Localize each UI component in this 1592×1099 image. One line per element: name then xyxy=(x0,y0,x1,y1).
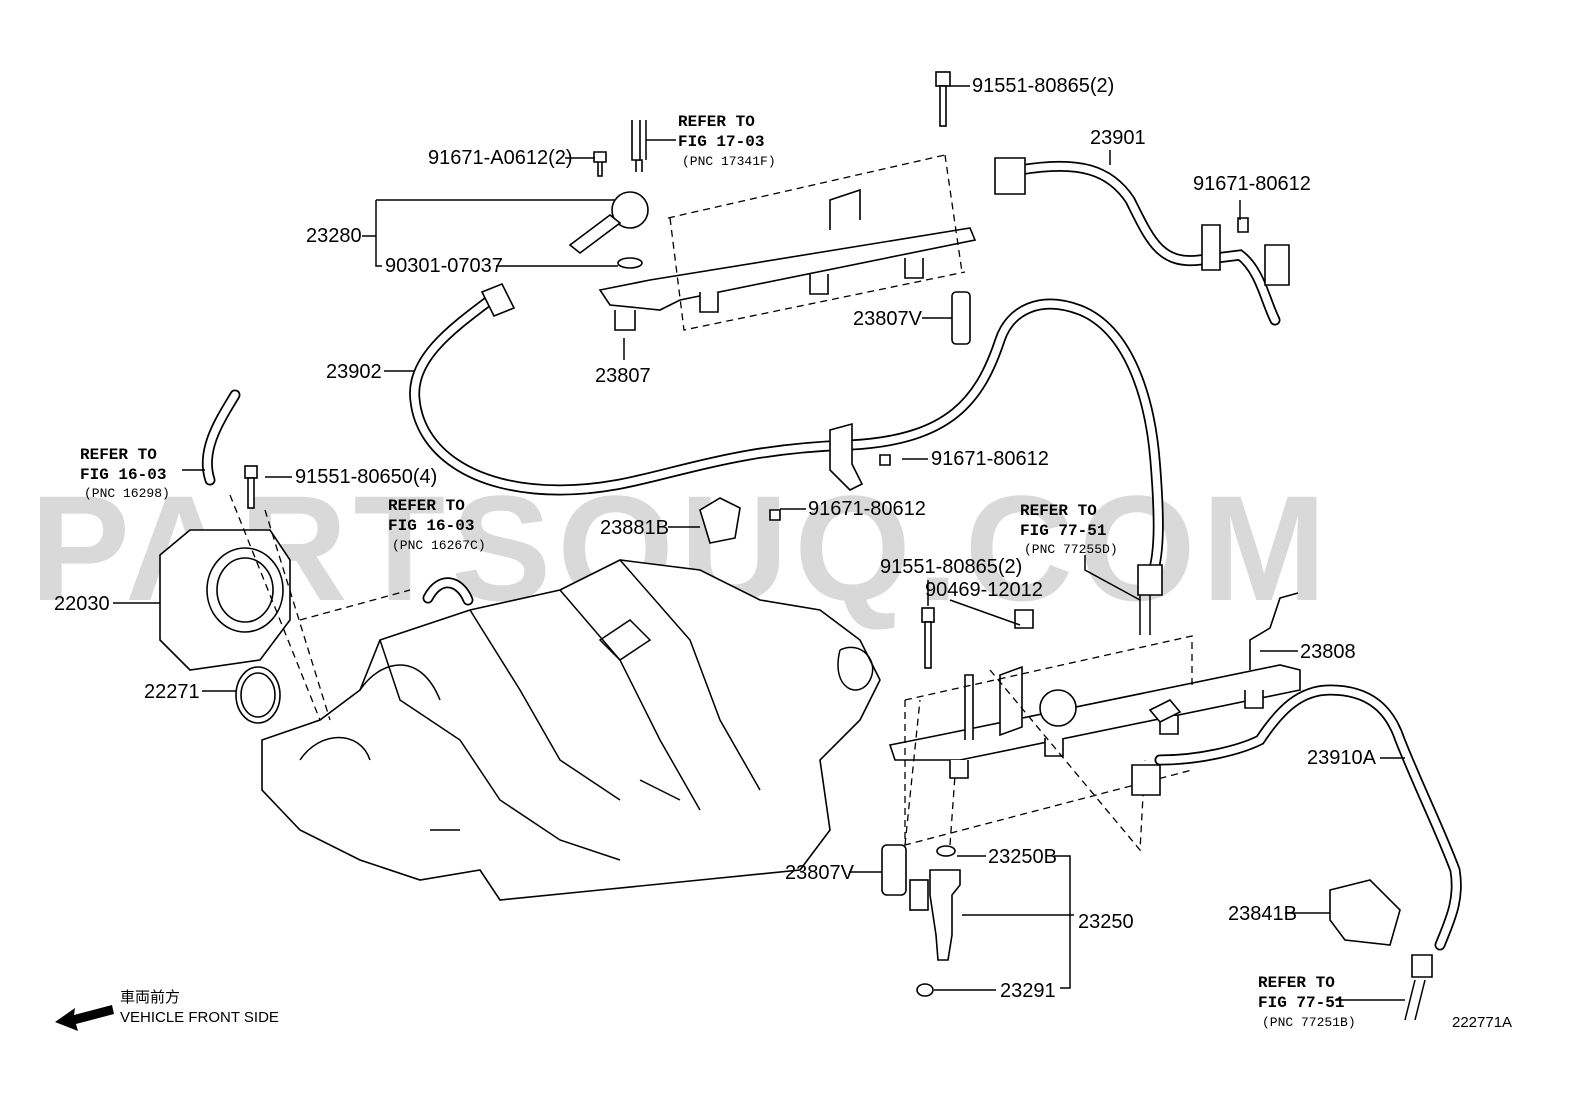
diagram-id: 222771A xyxy=(1452,1014,1512,1031)
label-23901: 23901 xyxy=(1090,127,1146,149)
injector-parts xyxy=(881,699,961,997)
ref-line2: FIG 77-51 xyxy=(1258,994,1344,1012)
ref-pnc: (PNC 16298) xyxy=(84,486,170,501)
arrow-left-icon xyxy=(55,1005,114,1031)
ref-line2: FIG 17-03 xyxy=(678,133,764,151)
ref-line1: REFER TO xyxy=(678,113,755,131)
ref-line1: REFER TO xyxy=(80,446,157,464)
throttle-body xyxy=(159,389,891,724)
direction-english: VEHICLE FRONT SIDE xyxy=(120,1009,279,1026)
ref-fig-77-51-a: REFER TO FIG 77-51 (PNC 77255D) xyxy=(1020,502,1118,557)
ref-pnc: (PNC 77255D) xyxy=(1024,542,1118,557)
label-23841B: 23841B xyxy=(1228,903,1297,925)
ref-line1: REFER TO xyxy=(388,497,465,515)
ref-pnc: (PNC 17341F) xyxy=(682,154,776,169)
label-23250B: 23250B xyxy=(988,846,1057,868)
part-labels: 91551-80865(2) 91671-A0612(2) 23901 9167… xyxy=(54,75,1377,1002)
label-91671-80612-c: 91671-80612 xyxy=(808,498,926,520)
direction-japanese: 車両前方 xyxy=(120,989,180,1006)
insulator-23807V-top xyxy=(951,291,971,345)
ref-fig-16-03-b: REFER TO FIG 16-03 (PNC 16267C) xyxy=(388,497,486,553)
fuel-rail-lower xyxy=(888,592,1301,852)
label-23808: 23808 xyxy=(1300,641,1356,663)
label-23807: 23807 xyxy=(595,365,651,387)
label-23881B: 23881B xyxy=(600,517,669,539)
label-23807V-bottom: 23807V xyxy=(785,862,855,884)
ref-line2: FIG 16-03 xyxy=(80,466,166,484)
label-23250: 23250 xyxy=(1078,911,1134,933)
label-90301-07037: 90301-07037 xyxy=(385,255,503,277)
bolt-top xyxy=(935,71,951,127)
label-91551-80650: 91551-80650(4) xyxy=(295,466,437,488)
fuel-hose-23902 xyxy=(409,282,1164,635)
label-23807V-top: 23807V xyxy=(853,308,923,330)
label-22030: 22030 xyxy=(54,593,110,615)
label-23910A: 23910A xyxy=(1307,747,1377,769)
label-23291: 23291 xyxy=(1000,980,1056,1002)
label-91551-80865-top: 91551-80865(2) xyxy=(972,75,1114,97)
reference-notes: REFER TO FIG 17-03 (PNC 17341F) REFER TO… xyxy=(80,113,1356,1030)
fuel-hose-23910A xyxy=(1131,684,1462,1021)
fuel-hose-23901 xyxy=(994,157,1290,326)
ref-line1: REFER TO xyxy=(1020,502,1097,520)
leader-lines xyxy=(113,85,1405,1001)
label-91671-80612-b: 91671-80612 xyxy=(931,448,1049,470)
ref-fig-17-03: REFER TO FIG 17-03 (PNC 17341F) xyxy=(678,113,776,169)
clamp-23841B xyxy=(1329,879,1401,946)
fuel-rail-upper xyxy=(598,154,977,331)
ref-pnc: (PNC 77251B) xyxy=(1262,1015,1356,1030)
pressure-damper xyxy=(568,120,649,269)
ref-line2: FIG 16-03 xyxy=(388,517,474,535)
vehicle-front-indicator: 車両前方 VEHICLE FRONT SIDE xyxy=(55,989,279,1031)
label-91671-A0612: 91671-A0612(2) xyxy=(428,147,573,169)
label-22271: 22271 xyxy=(144,681,200,703)
label-23902: 23902 xyxy=(326,361,382,383)
label-90469-12012: 90469-12012 xyxy=(925,579,1043,601)
ref-line2: FIG 77-51 xyxy=(1020,522,1106,540)
ref-fig-77-51-b: REFER TO FIG 77-51 (PNC 77251B) xyxy=(1258,974,1356,1030)
label-91551-80865-bottom: 91551-80865(2) xyxy=(880,556,1022,578)
label-91671-80612-a: 91671-80612 xyxy=(1193,173,1311,195)
intake-manifold xyxy=(261,559,881,901)
ref-fig-16-03-a: REFER TO FIG 16-03 (PNC 16298) xyxy=(80,446,170,501)
ref-line1: REFER TO xyxy=(1258,974,1335,992)
label-23280: 23280 xyxy=(306,225,362,247)
ref-pnc: (PNC 16267C) xyxy=(392,538,486,553)
